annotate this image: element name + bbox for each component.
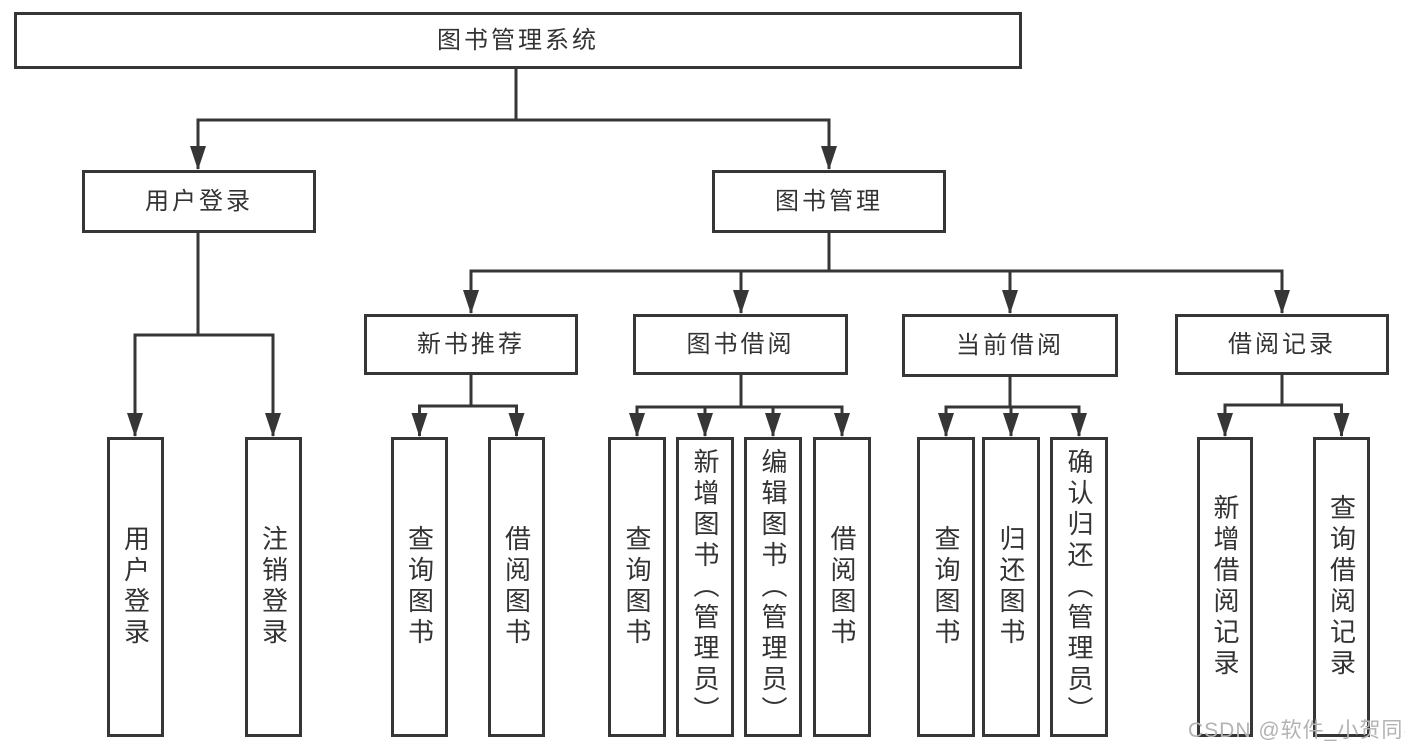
- node-user-login: 用户登录: [82, 170, 316, 233]
- node-label: 图书管理系统: [437, 26, 599, 54]
- leaf-current-confirm-return-admin: 确认归还（管理员）: [1050, 437, 1108, 737]
- node-label: 图书借阅: [686, 330, 795, 358]
- node-label: 归还图书: [996, 525, 1026, 649]
- leaf-current-query-books: 查询图书: [917, 437, 975, 737]
- node-label: 查询图书: [931, 525, 961, 649]
- connector-login-to-leaves: [127, 233, 281, 437]
- node-label: 查询图书: [622, 525, 652, 649]
- node-label: 借阅图书: [827, 525, 857, 649]
- node-label: 新书推荐: [417, 330, 525, 358]
- leaf-borrow-add-books-admin: 新增图书（管理员）: [676, 437, 734, 737]
- node-current-borrow: 当前借阅: [902, 314, 1118, 377]
- node-label: 确认归还（管理员）: [1064, 447, 1094, 727]
- connector-borrow-to-leaves: [629, 375, 850, 437]
- leaf-borrow-edit-books-admin: 编辑图书（管理员）: [744, 437, 802, 737]
- node-label: 新增图书（管理员）: [690, 447, 720, 727]
- leaf-current-return-books: 归还图书: [982, 437, 1040, 737]
- csdn-watermark: CSDN @软件_小贺同学: [1188, 719, 1405, 742]
- node-label: 查询图书: [404, 525, 435, 649]
- connector-current-to-leaves: [938, 377, 1087, 437]
- node-label: 用户登录: [145, 187, 253, 215]
- node-label: 图书管理: [775, 187, 883, 215]
- node-label: 新增借阅记录: [1210, 494, 1240, 680]
- node-library-system: 图书管理系统: [14, 12, 1022, 69]
- node-book-borrow: 图书借阅: [633, 314, 848, 375]
- node-label: 注销登录: [258, 525, 289, 649]
- node-book-management: 图书管理: [712, 170, 946, 233]
- leaf-record-query-borrow-record: 查询借阅记录: [1313, 437, 1370, 737]
- connector-root-to-level2: [190, 69, 837, 170]
- node-new-book-recommend: 新书推荐: [364, 314, 578, 375]
- leaf-user-login: 用户登录: [107, 437, 164, 737]
- node-label: 借阅记录: [1228, 330, 1336, 358]
- node-label: 编辑图书（管理员）: [758, 447, 788, 727]
- node-label: 查询借阅记录: [1326, 494, 1357, 680]
- node-label: 用户登录: [120, 525, 151, 649]
- connector-record-to-leaves: [1217, 375, 1350, 437]
- leaf-logout: 注销登录: [245, 437, 302, 737]
- leaf-record-add-borrow-record: 新增借阅记录: [1197, 437, 1253, 737]
- node-borrow-record: 借阅记录: [1175, 314, 1389, 375]
- leaf-borrow-borrow-books: 借阅图书: [813, 437, 871, 737]
- leaf-borrow-query-books: 查询图书: [608, 437, 666, 737]
- leaf-newrec-borrow-books: 借阅图书: [488, 437, 545, 737]
- node-label: 借阅图书: [501, 525, 532, 649]
- connector-newrec-to-leaves: [411, 375, 525, 437]
- node-label: 当前借阅: [956, 331, 1064, 359]
- leaf-newrec-query-books: 查询图书: [391, 437, 448, 737]
- connector-bookmgmt-to-level3: [463, 233, 1290, 314]
